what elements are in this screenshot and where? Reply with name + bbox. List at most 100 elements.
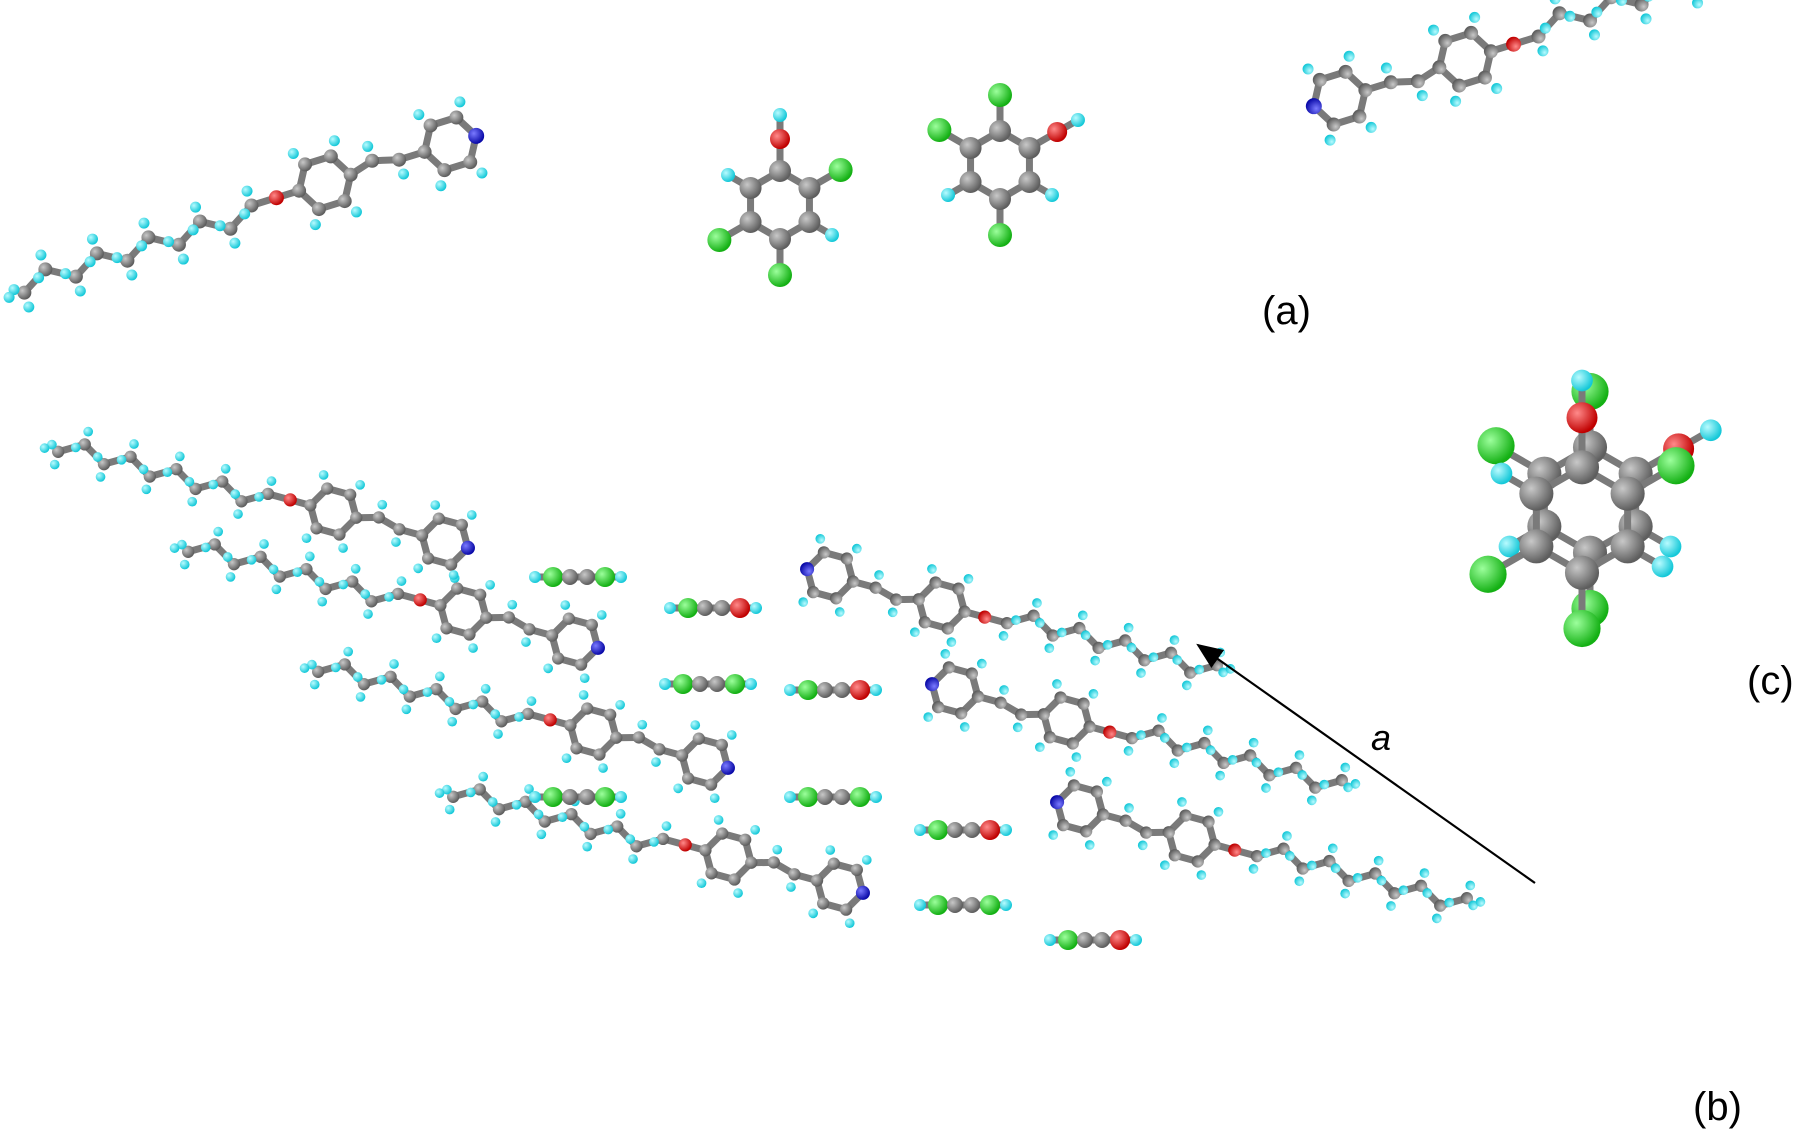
hydrogen-atom	[292, 567, 303, 578]
hydrogen-atom	[651, 757, 661, 767]
carbon-atom	[120, 253, 135, 268]
hydrogen-atom	[521, 637, 531, 647]
hydrogen-atom	[465, 787, 476, 798]
hydrogen-atom	[511, 799, 522, 810]
carbon-atom	[890, 593, 903, 606]
carbon-atom	[492, 803, 506, 816]
carbon-atom	[869, 581, 882, 594]
carbon-atom	[952, 582, 965, 595]
carbon-atom	[1519, 476, 1554, 511]
hydrogen-atom	[673, 783, 684, 794]
hydrogen-atom	[435, 180, 447, 192]
hydrogen-atom	[1475, 897, 1486, 907]
oxygen-atom	[980, 820, 1000, 840]
hydrogen-atom	[1644, 0, 1653, 2]
carbon-atom	[523, 623, 536, 636]
hydrogen-atom	[391, 537, 401, 547]
hydrogen-atom	[1297, 770, 1308, 780]
carbon-atom	[1610, 529, 1645, 564]
stacked-molecule	[923, 648, 1361, 806]
carbon-atom	[1383, 75, 1398, 90]
hydrogen-atom	[214, 220, 226, 232]
stacked-molecule	[1048, 766, 1486, 924]
carbon-atom	[1073, 621, 1086, 635]
hydrogen-atom	[1261, 848, 1271, 858]
hydrogen-atom	[1215, 647, 1226, 658]
hydrogen-atom	[355, 692, 366, 702]
hydrogen-atom	[579, 821, 590, 832]
carbon-atom	[739, 833, 752, 846]
carbon-atom	[1338, 64, 1353, 79]
chlorine-atom	[595, 787, 615, 807]
hydrogen-atom	[1431, 913, 1442, 924]
carbon-atom	[1018, 137, 1041, 159]
hydrogen-atom	[190, 201, 202, 213]
carbon-atom	[449, 702, 462, 716]
hydrogen-atom	[1181, 680, 1192, 691]
carbon-atom	[143, 470, 156, 483]
carbon-atom	[432, 512, 446, 525]
hydrogen-atom	[246, 554, 257, 565]
hydrogen-atom	[664, 602, 676, 614]
carbon-atom	[170, 462, 183, 476]
carbon-atom	[692, 676, 708, 692]
carbon-atom	[715, 738, 728, 752]
hydrogen-atom	[307, 659, 317, 670]
hydrogen-atom	[1324, 134, 1336, 146]
hydrogen-atom	[598, 763, 608, 773]
hydrogen-atom	[1124, 803, 1134, 813]
hydrogen-atom	[1052, 679, 1062, 689]
oxygen-atom	[283, 493, 297, 507]
hydrogen-atom	[1416, 90, 1428, 102]
carbon-atom	[942, 661, 956, 674]
carbon-atom	[1171, 744, 1184, 757]
carbon-atom	[918, 616, 931, 629]
carbon-atom	[421, 552, 435, 565]
carbon-atom	[365, 595, 378, 608]
hydrogen-atom	[557, 812, 568, 823]
hydrogen-atom	[129, 439, 139, 449]
hydrogen-atom	[355, 479, 365, 490]
chlorine-atom	[595, 567, 615, 587]
carbon-atom	[912, 593, 925, 606]
carbon-atom	[455, 518, 468, 532]
chlorine-atom	[1058, 930, 1078, 950]
hydrogen-atom	[468, 643, 478, 653]
hydrogen-atom	[1376, 875, 1387, 886]
panel-b-crystal-packing	[39, 426, 1486, 950]
carbon-atom	[1452, 78, 1467, 93]
carbon-atom	[1168, 849, 1181, 862]
carbon-atom	[846, 575, 860, 588]
hydrogen-atom	[39, 443, 50, 453]
carbon-atom	[1296, 862, 1309, 875]
chlorine-atom	[768, 263, 792, 287]
carbon-atom	[463, 628, 476, 641]
hydrogen-atom	[138, 464, 149, 475]
hydrogen-atom	[1000, 899, 1012, 911]
carbon-atom	[298, 157, 313, 172]
hydrogen-atom	[946, 637, 957, 647]
hydrogen-atom	[1148, 652, 1159, 663]
chlorine-atom	[928, 820, 948, 840]
hydrogen-atom	[1450, 95, 1462, 107]
carbon-atom	[584, 827, 597, 841]
carbon-atom	[728, 873, 741, 886]
carbon-atom	[798, 211, 821, 233]
hydrogen-atom	[923, 712, 934, 722]
hydrogen-atom	[184, 476, 195, 487]
nitrogen-atom	[925, 677, 940, 692]
carbon-atom	[827, 857, 841, 870]
carbon-atom	[1179, 809, 1192, 822]
carbon-atom	[495, 715, 508, 728]
hydrogen-atom	[233, 509, 243, 519]
carbon-atom	[769, 228, 791, 250]
panel-label-a: (a)	[1262, 289, 1311, 333]
chlorine-atom	[927, 118, 952, 142]
hydrogen-atom	[914, 824, 926, 836]
hydrogen-atom	[579, 673, 590, 684]
hydrogen-atom	[887, 607, 898, 618]
hydrogen-atom	[1044, 643, 1055, 654]
hydrogen-atom	[413, 563, 424, 574]
carbon-atom	[959, 171, 982, 193]
carbon-atom	[562, 612, 576, 625]
